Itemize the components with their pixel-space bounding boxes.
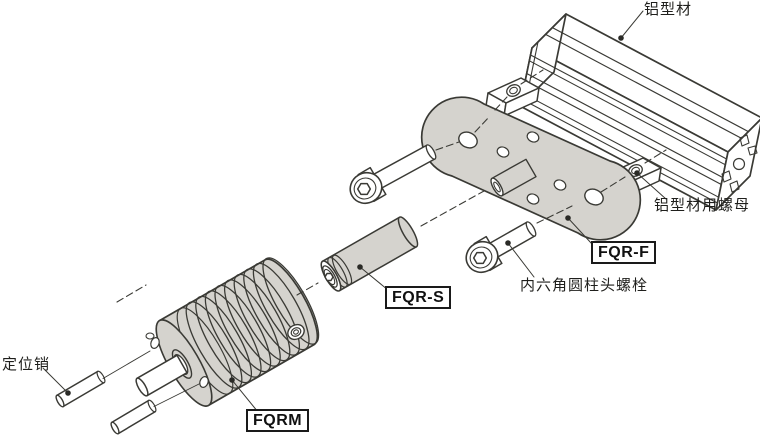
socket-bolt-upper	[349, 144, 437, 205]
pin-centerlines	[102, 350, 201, 407]
label-aluminum-extrusion: 铝型材	[644, 1, 693, 18]
label-locating-pin: 定位销	[2, 356, 51, 373]
t-nut-upper	[485, 77, 540, 117]
leader-dots	[65, 35, 640, 396]
sleeve-fqr-s	[320, 216, 419, 292]
label-extrusion-nut: 铝型材用螺母	[654, 197, 751, 214]
coupling-fqrm	[135, 257, 320, 407]
label-socket-bolt: 内六角圆柱头螺栓	[520, 277, 649, 294]
leader-lines	[42, 10, 667, 413]
part-code-fqr-f: FQR-F	[591, 241, 657, 264]
centerline-dashes	[116, 69, 667, 303]
socket-bolt-lower	[465, 221, 537, 274]
locating-pin-upper	[55, 370, 106, 408]
part-code-fqrm: FQRM	[246, 409, 310, 432]
part-code-fqr-s: FQR-S	[385, 286, 452, 309]
flange-plate-fqr-f	[420, 96, 642, 241]
locating-pin-lower	[110, 399, 157, 435]
